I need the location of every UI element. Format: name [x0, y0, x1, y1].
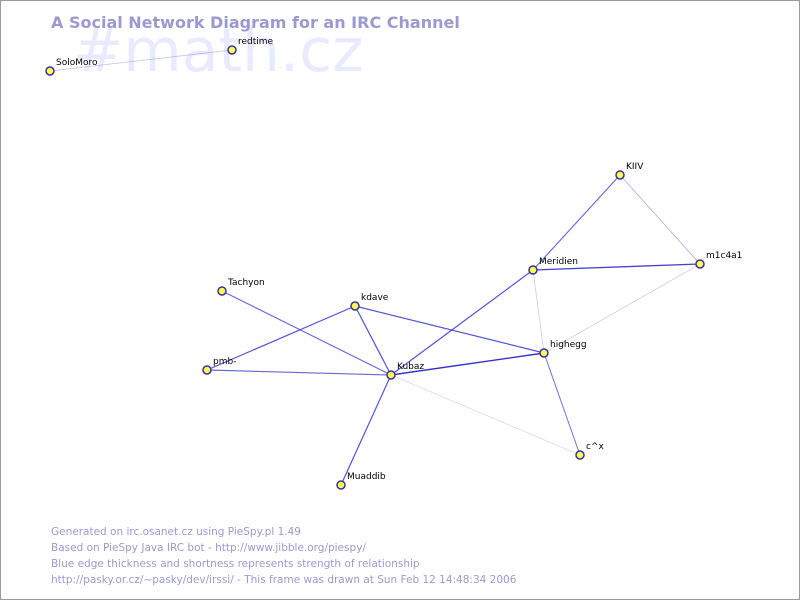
- edge-highegg-c-x: [543, 352, 581, 456]
- node-label: redtime: [238, 37, 274, 47]
- footer-line-based-on: Based on PieSpy Java IRC bot - http://ww…: [51, 542, 366, 554]
- edge-kubaz-c-x: [390, 374, 581, 456]
- node-label: kdave: [361, 293, 389, 303]
- diagram-title: A Social Network Diagram for an IRC Chan…: [51, 13, 460, 32]
- edge-kdave-kubaz: [354, 305, 392, 376]
- node-c-x: c^x: [575, 442, 604, 460]
- node-label: m1c4a1: [706, 251, 742, 261]
- edge-kdave-highegg: [354, 305, 545, 354]
- edge-pmb-kubaz: [206, 369, 392, 376]
- node-solomoro: SoloMoro: [45, 58, 98, 76]
- edge-m1c4a1-highegg: [543, 263, 701, 354]
- node-kdave: kdave: [350, 293, 389, 311]
- footer-line-timestamp: http://pasky.or.cz/~pasky/dev/irssi/ - T…: [51, 574, 517, 586]
- node-label: Muaddib: [347, 472, 386, 482]
- node-marker: [336, 480, 346, 490]
- node-marker: [45, 66, 55, 76]
- node-kiiv: KIIV: [615, 162, 644, 180]
- edge-meridien-highegg: [532, 269, 545, 354]
- node-label: Tachyon: [227, 278, 265, 288]
- node-label: SoloMoro: [56, 58, 98, 68]
- edge-kiiv-m1c4a1: [619, 174, 701, 265]
- channel-watermark: #math.cz: [73, 16, 364, 86]
- node-marker: [695, 259, 705, 269]
- node-label: highegg: [550, 340, 587, 350]
- node-meridien: Meridien: [528, 257, 578, 275]
- node-marker: [350, 301, 360, 311]
- node-m1c4a1: m1c4a1: [695, 251, 742, 269]
- edge-kubaz-muaddib: [340, 374, 392, 486]
- node-marker: [528, 265, 538, 275]
- edge-tachyon-kubaz: [221, 290, 392, 376]
- edges-layer: [49, 49, 701, 486]
- node-label: c^x: [586, 442, 604, 452]
- footer-line-legend: Blue edge thickness and shortness repres…: [51, 558, 420, 570]
- edge-kiiv-meridien: [532, 174, 621, 271]
- node-marker: [575, 450, 585, 460]
- node-marker: [539, 348, 549, 358]
- node-redtime: redtime: [227, 37, 274, 55]
- footer-credits: Generated on irc.osanet.cz using PieSpy.…: [51, 524, 516, 588]
- node-marker: [227, 45, 237, 55]
- node-pmb: pmb-: [202, 357, 236, 375]
- node-tachyon: Tachyon: [217, 278, 265, 296]
- node-marker: [217, 286, 227, 296]
- node-label: Kubaz: [397, 362, 424, 372]
- node-muaddib: Muaddib: [336, 472, 386, 490]
- edge-kubaz-highegg: [390, 352, 545, 376]
- node-highegg: highegg: [539, 340, 587, 358]
- edge-kdave-pmb: [206, 305, 356, 371]
- edge-solomoro-redtime: [49, 49, 233, 72]
- edge-meridien-kubaz: [390, 269, 534, 376]
- node-label: KIIV: [626, 162, 644, 172]
- node-kubaz: Kubaz: [386, 362, 424, 380]
- node-label: Meridien: [539, 257, 578, 267]
- edge-meridien-m1c4a1: [532, 263, 701, 271]
- footer-line-generated: Generated on irc.osanet.cz using PieSpy.…: [51, 526, 301, 538]
- node-label: pmb-: [213, 357, 236, 367]
- node-marker: [386, 370, 396, 380]
- node-marker: [615, 170, 625, 180]
- node-marker: [202, 365, 212, 375]
